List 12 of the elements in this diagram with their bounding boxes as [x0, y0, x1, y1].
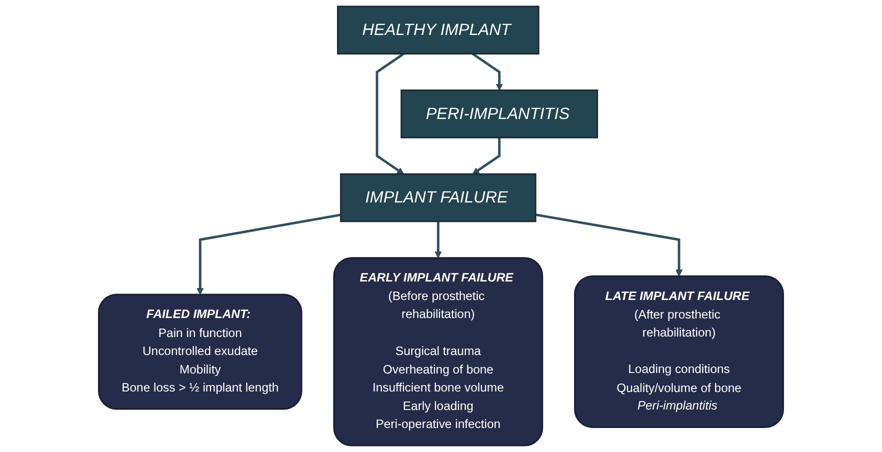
node-box: IMPLANT FAILURE	[340, 173, 536, 222]
node-box: FAILED IMPLANT: Pain in function Uncontrolled exudate Mobility Bone loss > ½ implant length	[98, 294, 302, 410]
arrow	[434, 221, 442, 258]
node-box: LATE IMPLANT FAILURE (After prosthetic rehabilitation) Loading conditions Quality/volume of bone Peri-implantitis	[574, 275, 784, 428]
arrow	[472, 52, 503, 91]
node-box: PERI-IMPLANTITIS	[400, 90, 598, 138]
node-box: EARLY IMPLANT FAILURE (Before prosthetic rehabilitation) Surgical trauma Overheating of bone Insufficient bone volume Early loading Peri-operative infection	[333, 257, 544, 446]
arrow	[535, 213, 683, 277]
node-box: HEALTHY IMPLANT	[337, 6, 540, 55]
arrow	[196, 214, 342, 295]
arrow	[376, 52, 404, 174]
arrow	[472, 138, 501, 174]
